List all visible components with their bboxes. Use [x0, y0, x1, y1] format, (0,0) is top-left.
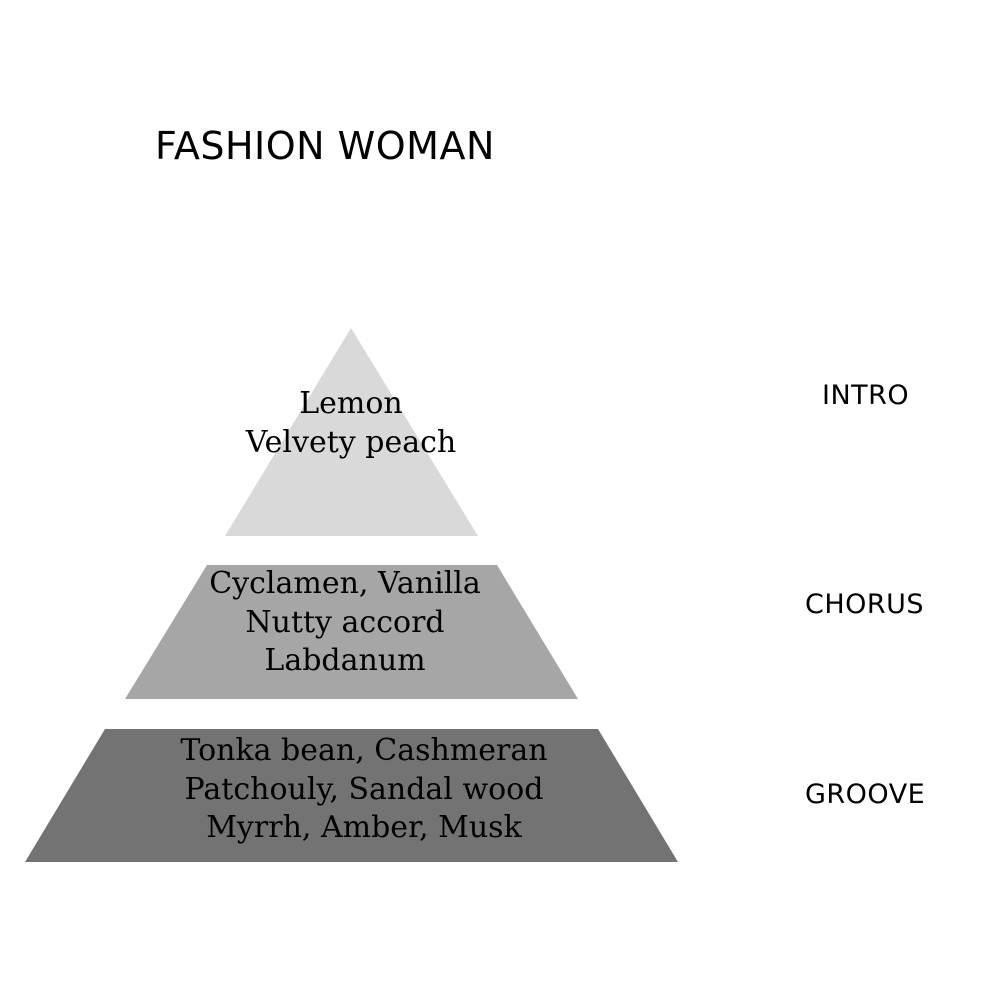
chorus-note-3: Labdanum — [264, 643, 426, 678]
pyramid-bottom-tier — [25, 729, 678, 862]
tier-label-groove: GROOVE — [805, 779, 926, 810]
pyramid-middle-tier — [125, 565, 578, 699]
chorus-note-1: Cyclamen, Vanilla — [209, 566, 481, 601]
chorus-notes: Cyclamen, Vanilla Nutty accord Labdanum — [209, 565, 481, 681]
groove-note-3: Myrrh, Amber, Musk — [206, 810, 522, 845]
groove-notes: Tonka bean, Cashmeran Patchouly, Sandal … — [180, 732, 547, 848]
intro-note-2: Velvety peach — [245, 424, 457, 460]
intro-note-1: Lemon — [299, 386, 403, 421]
chorus-note-2: Nutty accord — [245, 604, 445, 640]
pyramid-top-tier — [225, 328, 478, 536]
tier-label-chorus: CHORUS — [805, 589, 925, 620]
groove-note-2: Patchouly, Sandal wood — [184, 771, 544, 807]
page-title: FASHION WOMAN — [155, 124, 495, 168]
tier-label-intro: INTRO — [822, 380, 910, 411]
intro-notes: Lemon Velvety peach — [246, 385, 456, 462]
groove-note-1: Tonka bean, Cashmeran — [180, 733, 548, 768]
